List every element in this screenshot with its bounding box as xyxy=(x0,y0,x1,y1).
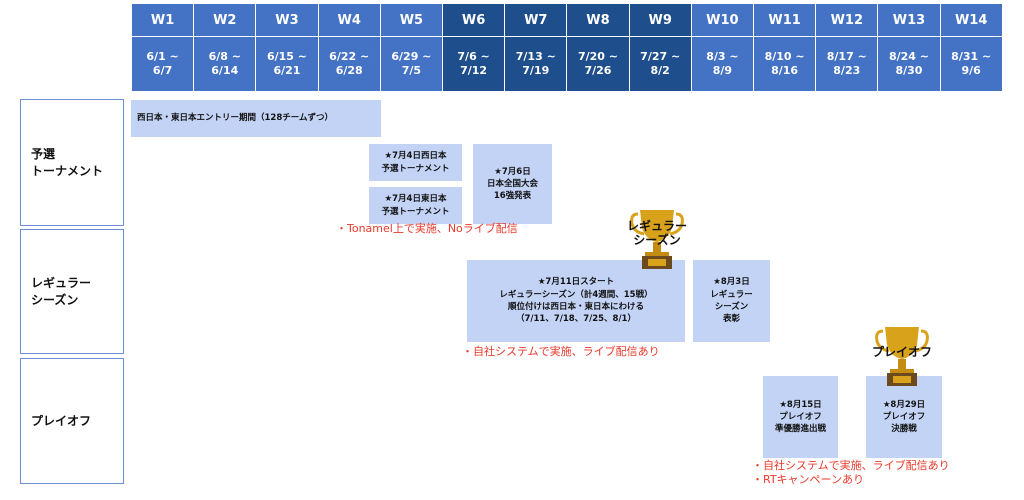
trophy-playoff: プレイオフ xyxy=(872,323,932,387)
week-label: W3 xyxy=(256,4,318,36)
event-entry-period: 西日本・東日本エントリー期間（128チームずつ） xyxy=(131,100,381,137)
week-date-start: 6/15 ~ xyxy=(266,50,307,64)
trophy-label-playoff: プレイオフ xyxy=(871,345,932,359)
week-date-end: 6/14 xyxy=(211,64,239,77)
week-date-range: 6/1 ~6/7 xyxy=(132,37,194,91)
note-qualifier: ・Tonamel上で実施、Noライブ配信 xyxy=(336,222,518,235)
trophy-regular-season: レギュラーシーズン xyxy=(627,206,687,270)
week-date-start: 6/1 ~ xyxy=(146,50,179,64)
week-date-start: 6/29 ~ xyxy=(391,50,432,64)
week-date-end: 8/23 xyxy=(833,64,861,77)
week-date-end: 8/9 xyxy=(712,64,733,77)
week-date-range: 8/17 ~8/23 xyxy=(816,37,878,91)
week-label: W10 xyxy=(691,4,753,36)
week-label: W4 xyxy=(318,4,380,36)
note-playoff-system: ・自社システムで実施、ライブ配信あり xyxy=(752,459,950,472)
week-date-start: 7/13 ~ xyxy=(515,50,556,64)
week-label: W13 xyxy=(878,4,940,36)
row-label-qualifier: 予選トーナメント xyxy=(20,99,124,226)
week-date-start: 7/27 ~ xyxy=(640,50,681,64)
note-regular-season: ・自社システムで実施、ライブ配信あり xyxy=(462,345,660,358)
week-label: W6 xyxy=(443,4,505,36)
event-playoff-semifinal: ★8月15日プレイオフ準優勝進出戦 xyxy=(763,376,838,458)
week-label: W9 xyxy=(629,4,691,36)
event-west-qualifier: ★7月4日西日本予選トーナメント xyxy=(369,144,462,181)
week-label: W8 xyxy=(567,4,629,36)
week-date-start: 7/6 ~ xyxy=(457,50,490,64)
event-playoff-final: ★8月29日プレイオフ決勝戦 xyxy=(866,376,942,458)
event-regular-season-award: ★8月3日レギュラーシーズン表彰 xyxy=(693,260,770,342)
row-label-playoff: プレイオフ xyxy=(20,358,124,484)
week-date-range: 8/3 ~8/9 xyxy=(691,37,753,91)
week-date-range: 6/8 ~6/14 xyxy=(194,37,256,91)
week-date-start: 6/8 ~ xyxy=(208,50,241,64)
week-date-start: 8/10 ~ xyxy=(764,50,805,64)
week-date-range: 7/13 ~7/19 xyxy=(505,37,567,91)
trophy-icon xyxy=(875,327,929,386)
note-playoff-rt-campaign: ・RTキャンペーンあり xyxy=(752,473,865,486)
week-date-range: 6/29 ~7/5 xyxy=(380,37,442,91)
week-date-range: 7/20 ~7/26 xyxy=(567,37,629,91)
week-date-end: 9/6 xyxy=(961,64,981,77)
week-date-end: 6/28 xyxy=(335,64,363,77)
week-date-start: 8/3 ~ xyxy=(706,50,739,64)
row-label-regular-season: レギュラーシーズン xyxy=(20,229,124,354)
week-date-range: 7/6 ~7/12 xyxy=(443,37,505,91)
trophy-label-regular: レギュラーシーズン xyxy=(626,219,687,248)
week-date-range: 8/10 ~8/16 xyxy=(754,37,816,91)
week-date-end: 6/7 xyxy=(152,64,173,77)
week-date-end: 7/12 xyxy=(460,64,488,77)
week-date-range: 6/22 ~6/28 xyxy=(318,37,380,91)
week-date-end: 7/19 xyxy=(522,64,550,77)
week-date-range: 6/15 ~6/21 xyxy=(256,37,318,91)
week-date-range: 7/27 ~8/2 xyxy=(629,37,691,91)
week-date-start: 6/22 ~ xyxy=(329,50,370,64)
week-label: W2 xyxy=(194,4,256,36)
week-date-end: 8/16 xyxy=(771,64,799,77)
week-label: W1 xyxy=(132,4,194,36)
week-date-range: 8/31 ~9/6 xyxy=(940,37,1002,91)
week-label: W7 xyxy=(505,4,567,36)
week-date-end: 7/26 xyxy=(584,64,612,77)
week-date-start: 8/31 ~ xyxy=(951,50,992,64)
week-label: W14 xyxy=(940,4,1002,36)
event-regular-season-start: ★7月11日スタートレギュラーシーズン（計4週間、15戦）順位付けは西日本・東日… xyxy=(467,260,685,342)
trophy-icon xyxy=(630,210,684,269)
week-date-end: 8/30 xyxy=(895,64,923,77)
week-label: W5 xyxy=(380,4,442,36)
week-date-start: 8/17 ~ xyxy=(826,50,867,64)
week-date-start: 7/20 ~ xyxy=(577,50,618,64)
week-date-end: 8/2 xyxy=(650,64,670,77)
event-east-qualifier: ★7月4日東日本予選トーナメント xyxy=(369,187,462,224)
week-date-start: 8/24 ~ xyxy=(888,50,929,64)
week-date-end: 7/5 xyxy=(401,64,422,77)
week-date-end: 6/21 xyxy=(273,64,301,77)
week-date-range: 8/24 ~8/30 xyxy=(878,37,940,91)
week-label: W11 xyxy=(754,4,816,36)
week-label: W12 xyxy=(816,4,878,36)
